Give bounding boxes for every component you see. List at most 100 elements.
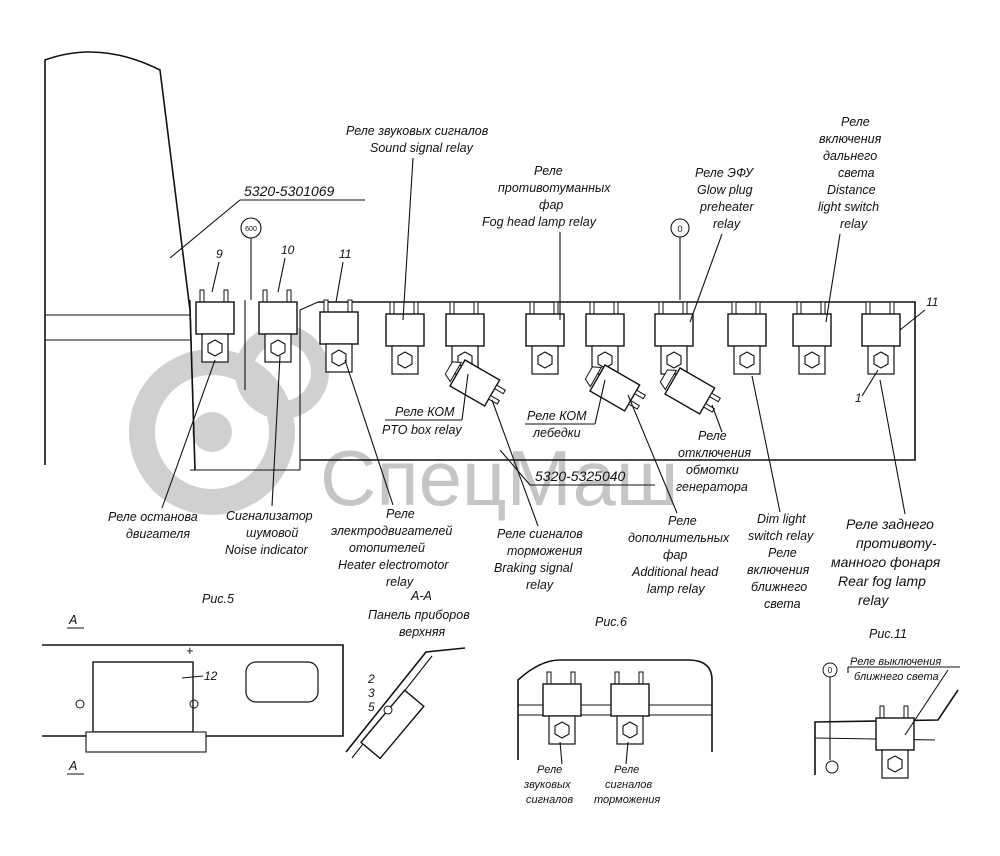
callout-12: 12 — [204, 669, 218, 683]
svg-text:Реле: Реле — [534, 164, 563, 178]
svg-text:3: 3 — [368, 686, 375, 700]
label-heater-electromotor: Реле электродвигателей отопителей Heater… — [331, 359, 452, 589]
svg-text:Реле сигналов: Реле сигналов — [497, 527, 583, 541]
svg-text:противотуманных: противотуманных — [498, 181, 611, 195]
callout-11-right: 11 — [926, 295, 938, 309]
svg-text:Реле ЭФУ: Реле ЭФУ — [695, 166, 755, 180]
relay-dim-light — [727, 301, 767, 375]
figure-5: Рис.5 A A + 12 — [42, 592, 344, 775]
svg-text:сигналов: сигналов — [526, 794, 573, 806]
svg-text:0: 0 — [828, 666, 833, 675]
watermark-text: СпецМаш — [320, 434, 678, 522]
svg-text:двигателя: двигателя — [126, 527, 190, 541]
svg-text:шумовой: шумовой — [246, 526, 298, 540]
part-number-5325040: 5320-5325040 — [535, 468, 626, 484]
part-number-5301069: 5320-5301069 — [244, 183, 335, 199]
svg-text:противоту-: противоту- — [856, 535, 937, 551]
label-braking-signal: Реле сигналов торможения Braking signal … — [491, 399, 583, 592]
svg-text:включения: включения — [747, 563, 810, 577]
svg-text:Реле: Реле — [841, 115, 870, 129]
label-dim-light: Dim light switch relay Реле включения бл… — [747, 375, 814, 611]
figure-6-title: Рис.6 — [595, 615, 627, 629]
relay-glow-plug — [654, 301, 694, 375]
label-noise-indicator: Сигнализатор шумовой Noise indicator — [225, 355, 313, 557]
svg-text:+: + — [186, 644, 193, 658]
relay-rear-fog — [861, 301, 901, 375]
svg-text:торможения: торможения — [594, 794, 660, 806]
svg-text:Glow plug: Glow plug — [697, 183, 753, 197]
label-additional-head: Реле дополнительных фар Additional head … — [627, 394, 730, 596]
svg-text:Dim light: Dim light — [757, 512, 806, 526]
label-pto: Реле КОМ PTO box relay — [382, 373, 469, 437]
label-sound-signal: Реле звуковых сигналов Sound signal rela… — [346, 124, 489, 321]
label-generator: Реле отключения обмотки генератора — [676, 404, 751, 494]
svg-text:Реле КОМ: Реле КОМ — [395, 405, 455, 419]
svg-text:600: 600 — [245, 226, 257, 233]
svg-text:relay: relay — [713, 217, 741, 231]
relay-generator — [655, 362, 725, 420]
svg-text:relay: relay — [386, 575, 414, 589]
svg-text:сигналов: сигналов — [605, 779, 652, 791]
label-fog-head: Реле противотуманных фар Fog head lamp r… — [482, 164, 611, 320]
svg-text:генератора: генератора — [676, 480, 748, 494]
svg-text:торможения: торможения — [507, 544, 583, 558]
svg-text:обмотки: обмотки — [686, 463, 739, 477]
label-pto-winch: Реле КОМ лебедки — [525, 379, 606, 440]
svg-text:Fog head lamp relay: Fog head lamp relay — [482, 215, 597, 229]
svg-text:фар: фар — [539, 198, 563, 212]
svg-text:Реле звуковых сигналов: Реле звуковых сигналов — [346, 124, 489, 138]
relay-sound-signal — [385, 301, 425, 375]
section-a-a: А-А Панель приборов верхняя 2 3 5 — [345, 589, 470, 760]
svg-text:Панель приборов: Панель приборов — [368, 608, 470, 622]
relay-pto-winch — [585, 301, 625, 375]
label-engine-stop: Реле останова двигателя — [108, 359, 216, 541]
svg-text:света: света — [838, 166, 875, 180]
section-title: А-А — [410, 589, 432, 603]
svg-text:Реле КОМ: Реле КОМ — [527, 409, 587, 423]
svg-text:relay: relay — [840, 217, 868, 231]
svg-text:A: A — [68, 759, 77, 773]
svg-text:relay: relay — [526, 578, 554, 592]
svg-text:включения: включения — [819, 132, 882, 146]
label-distance-light: Реле включения дальнего света Distance l… — [818, 115, 882, 323]
svg-text:Реле заднего: Реле заднего — [846, 516, 934, 532]
svg-text:Noise indicator: Noise indicator — [225, 543, 309, 557]
relay-distance-light — [792, 301, 832, 375]
svg-text:Rear fog lamp: Rear fog lamp — [838, 573, 926, 589]
svg-text:отключения: отключения — [678, 446, 751, 460]
svg-text:Additional head: Additional head — [631, 565, 719, 579]
svg-text:лебедки: лебедки — [532, 426, 581, 440]
svg-text:A: A — [68, 613, 77, 627]
figure-5-title: Рис.5 — [202, 592, 234, 606]
svg-text:PTO box relay: PTO box relay — [382, 423, 462, 437]
svg-text:switch relay: switch relay — [748, 529, 814, 543]
svg-text:дополнительных: дополнительных — [628, 531, 730, 545]
callout-10: 10 — [281, 243, 295, 257]
svg-text:Braking signal: Braking signal — [494, 561, 574, 575]
svg-text:света: света — [764, 597, 801, 611]
svg-text:звуковых: звуковых — [523, 779, 571, 791]
relay-10 — [258, 289, 298, 363]
figure-11-title: Рис.11 — [869, 627, 907, 641]
part-number-left: 5320-5301069 — [169, 183, 365, 259]
svg-text:Sound signal relay: Sound signal relay — [370, 141, 474, 155]
svg-text:relay: relay — [858, 592, 889, 608]
svg-text:light switch: light switch — [818, 200, 879, 214]
relay-9 — [195, 289, 235, 363]
part-number-bottom: 5320-5325040 — [499, 449, 655, 486]
circled-mark-600: 600 — [240, 217, 262, 300]
gear-icon — [129, 325, 329, 515]
relay-fog-head — [525, 301, 565, 375]
circled-mark-0: 0 — [670, 218, 690, 300]
svg-text:2: 2 — [367, 672, 375, 686]
svg-text:манного фонаря: манного фонаря — [831, 554, 941, 570]
figure-6: Рис.6 Реле звуковых сигналов Реле сигнал… — [517, 615, 713, 806]
label-glow-plug: Реле ЭФУ Glow plug preheater relay — [689, 166, 755, 323]
svg-text:дальнего: дальнего — [823, 149, 877, 163]
svg-text:preheater: preheater — [699, 200, 754, 214]
svg-text:Реле: Реле — [768, 546, 797, 560]
svg-text:Реле: Реле — [614, 764, 639, 776]
callout-1: 1 — [855, 391, 862, 405]
svg-text:электродвигателей: электродвигателей — [331, 524, 452, 538]
